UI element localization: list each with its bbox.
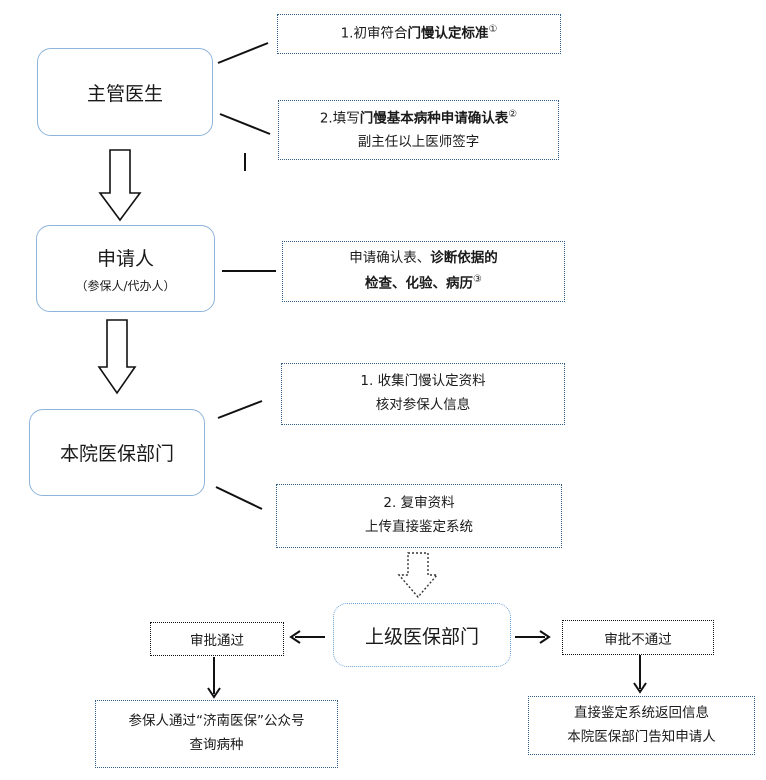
note1-bold: 门慢认定标准: [407, 25, 489, 42]
applicant-box: 申请人 （参保人/代办人）: [36, 225, 215, 312]
note4-line2: 核对参保人信息: [375, 397, 471, 413]
hollow-arrow-down-2: [97, 319, 137, 395]
connector-doctor-note1: [217, 42, 269, 64]
arrow-down-approved-result: [207, 687, 221, 699]
superior-insurance-box: 上级医保部门: [333, 603, 511, 667]
arrow-down-rejected-result: [633, 682, 647, 694]
rejected-result-line1: 直接鉴定系统返回信息: [574, 704, 709, 721]
arrow-right-rejected: [539, 630, 551, 644]
rejected-result-line2: 本院医保部门告知申请人: [567, 728, 716, 745]
note2-bold: 门慢基本病种申请确认表: [359, 110, 509, 127]
note5-line2: 上传直接鉴定系统: [365, 519, 473, 535]
note-fill-form: 2.填写门慢基本病种申请确认表② 副主任以上医师签字: [278, 100, 559, 160]
connector-hospital-note5: [215, 486, 263, 510]
note3-footnote: ③: [473, 273, 482, 285]
note1-footnote: ①: [488, 24, 498, 36]
hospital-insurance-label: 本院医保部门: [59, 443, 174, 465]
note-documents: 申请确认表、诊断依据的 检查、化验、病历③: [282, 241, 565, 302]
note1-prefix: 1.初审符合: [340, 25, 408, 42]
note-recheck-upload: 2. 复审资料 上传直接鉴定系统: [276, 484, 562, 548]
doctor-label: 主管医生: [86, 82, 163, 105]
rejected-label: 审批不通过: [604, 631, 672, 648]
superior-insurance-label: 上级医保部门: [364, 625, 479, 648]
note5-line1: 2. 复审资料: [383, 495, 455, 512]
arrow-left-approved: [289, 630, 301, 644]
note3-line2-bold: 检查、化验、病历: [365, 275, 474, 292]
note-collect-materials: 1. 收集门慢认定资料 核对参保人信息: [281, 363, 565, 425]
approved-label: 审批通过: [190, 633, 244, 649]
approved-result-line2: 查询病种: [189, 737, 244, 753]
rejected-result-box: 直接鉴定系统返回信息 本院医保部门告知申请人: [528, 696, 755, 755]
hollow-arrow-down-1: [98, 149, 142, 222]
approved-result-box: 参保人通过“济南医保”公众号 查询病种: [95, 700, 338, 768]
note3-line1-plain: 申请确认表、: [349, 250, 431, 267]
doctor-box: 主管医生: [37, 48, 213, 136]
connector-hospital-note4: [217, 400, 263, 419]
approved-box: 审批通过: [150, 622, 284, 656]
note-initial-review: 1.初审符合门慢认定标准①: [277, 14, 561, 54]
rejected-box: 审批不通过: [562, 620, 714, 655]
hospital-insurance-box: 本院医保部门: [29, 409, 205, 496]
note2-prefix: 2.填写: [319, 110, 360, 127]
note4-line1: 1. 收集门慢认定资料: [360, 373, 486, 390]
dashed-arrow-down-3: [397, 552, 439, 599]
applicant-sublabel: （参保人/代办人）: [75, 278, 176, 293]
note2-footnote: ②: [508, 108, 518, 120]
applicant-label: 申请人: [96, 247, 154, 270]
note2-line2: 副主任以上医师签字: [357, 133, 480, 150]
note3-line1-bold: 诊断依据的: [430, 250, 498, 267]
approved-result-line1: 参保人通过“济南医保”公众号: [128, 713, 305, 730]
connector-doctor-note2: [219, 113, 271, 135]
